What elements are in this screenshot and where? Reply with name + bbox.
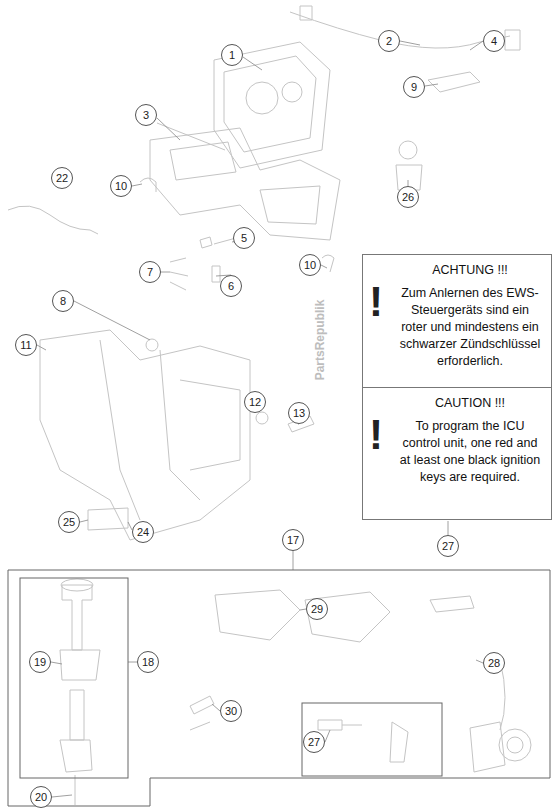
callout-number: 6	[220, 275, 242, 297]
callout-number: 11	[15, 334, 37, 356]
warning-note: ! CAUTION !!! To program the ICU control u…	[362, 387, 552, 520]
callout-number: 28	[483, 652, 505, 674]
callout-number: 29	[306, 598, 328, 620]
callout-number: 2	[378, 30, 400, 52]
callout-number: 5	[233, 227, 255, 249]
callout-number: 3	[135, 104, 157, 126]
warning-note: ! ACHTUNG !!! Zum Anlernen des EWS-Steuerg…	[362, 254, 552, 388]
callout-number: 1	[221, 44, 243, 66]
callout-number: 18	[137, 651, 159, 673]
callout-number: 20	[30, 786, 52, 808]
watermark: PartsRepublik	[313, 300, 327, 381]
callout-number: 7	[139, 261, 161, 283]
callout-number: 27	[303, 731, 325, 753]
note-text: To program the ICU control unit, one red…	[397, 418, 543, 486]
warning-symbol: !	[369, 414, 383, 456]
callout-number: 4	[483, 30, 505, 52]
callout-number: 10	[299, 254, 321, 276]
callout-number: 10	[110, 175, 132, 197]
note-heading: CAUTION !!!	[397, 396, 543, 410]
callout-number: 27	[437, 535, 459, 557]
callout-number: 24	[132, 521, 154, 543]
callout-number: 13	[288, 402, 310, 424]
callout-number: 17	[282, 529, 304, 551]
callout-number: 30	[220, 700, 242, 722]
warning-symbol: !	[369, 281, 383, 323]
callout-number: 9	[403, 76, 425, 98]
note-heading: ACHTUNG !!!	[397, 263, 543, 277]
callout-number: 26	[397, 186, 419, 208]
callout-number: 22	[51, 167, 73, 189]
note-text: Zum Anlernen des EWS-Steuergeräts sind e…	[397, 285, 543, 369]
callout-number: 8	[52, 290, 74, 312]
callout-number: 25	[58, 511, 80, 533]
callout-number: 19	[29, 651, 51, 673]
kit-bracket	[8, 570, 550, 806]
callout-number: 12	[244, 391, 266, 413]
